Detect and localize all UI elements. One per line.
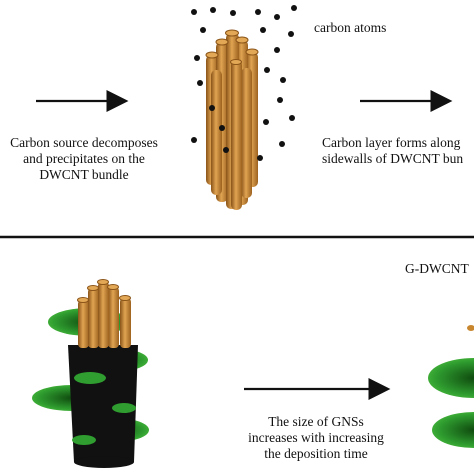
g-dwcnt-product [428, 325, 474, 448]
label-step2: Carbon layer forms along sidewalls of DW… [322, 135, 463, 167]
label-product-title: G-DWCNT [405, 261, 469, 276]
label-step3-line3: the deposition time [264, 446, 368, 461]
label-step1-line2: and precipitates on the [23, 151, 145, 166]
label-step1-line1: Carbon source decomposes [10, 135, 158, 150]
coated-bundle-bottom [32, 279, 149, 468]
label-step3-line1: The size of GNSs [268, 414, 364, 429]
label-step2-line1: Carbon layer forms along [322, 135, 461, 150]
label-step1: Carbon source decomposes and precipitate… [0, 135, 170, 183]
label-carbon-atoms: carbon atoms [314, 20, 387, 35]
carbon-atoms-cloud [191, 5, 297, 161]
dwcnt-bundle-top [205, 29, 259, 210]
label-step1-line3: DWCNT bundle [39, 167, 129, 182]
label-step3: The size of GNSs increases with increasi… [226, 414, 406, 462]
label-step3-line2: increases with increasing [248, 430, 384, 445]
label-step2-line2: sidewalls of DWCNT bun [322, 151, 464, 166]
